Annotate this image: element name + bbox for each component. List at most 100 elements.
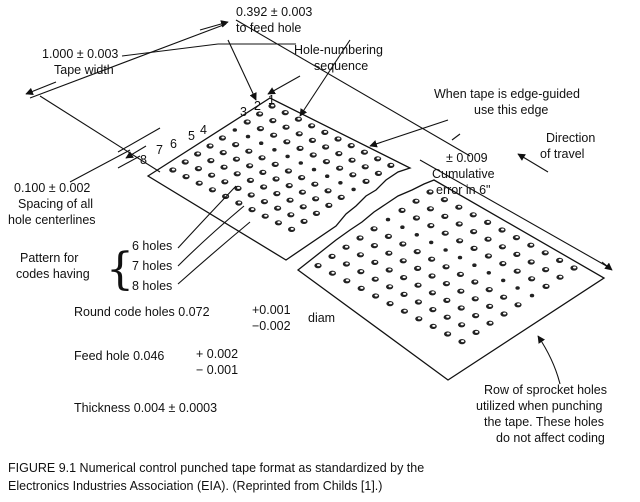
code-hole-highlight [275,192,279,195]
svg-text:do not affect coding: do not affect coding [496,431,605,445]
svg-text:sequence: sequence [314,59,368,73]
sprocket-hole [272,148,277,152]
svg-text:− 0.001: − 0.001 [196,363,238,377]
sprocket-hole [245,134,251,139]
feed-hole-dimension: 0.392 ± 0.003 to feed hole [121,5,351,117]
code-hole-highlight [430,257,434,260]
code-hole-highlight [345,245,349,248]
code-hole-highlight [345,279,349,282]
svg-text:Round code holes 0.072: Round code holes 0.072 [74,305,210,319]
code-hole-highlight [310,124,314,127]
code-hole-highlight [415,199,419,202]
code-hole-highlight [303,219,307,222]
sprocket-hole [338,181,343,185]
sprocket-hole [232,128,237,132]
code-hole-highlight [275,177,279,180]
code-hole-highlight [327,189,331,192]
hole-number-6: 6 [170,137,177,151]
code-hole-highlight [445,282,449,285]
code-hole-highlight [487,237,491,240]
code-hole-highlight [443,214,447,217]
code-hole-highlight [359,270,363,273]
spacing-line2: hole centerlines [8,213,96,227]
code-hole-highlight [325,160,329,163]
code-hole-highlight [429,207,433,210]
svg-text:When tape is edge-guided: When tape is edge-guided [434,87,580,101]
sprocket-hole [400,225,405,229]
code-hole-highlight [486,220,490,223]
sprocket-holes-note: Row of sprocket holes utilized when punc… [476,335,607,445]
code-hole-highlight [287,169,291,172]
code-hole-highlight [359,236,363,239]
code-hole-highlight [324,145,328,148]
code-hole-highlight [517,303,521,306]
hole-number-3: 3 [240,105,247,119]
tape-width-dimension: 1.000 ± 0.003 Tape width [25,19,471,173]
sprocket-hole [429,240,434,245]
code-hole-highlight [473,246,477,249]
direction-of-travel: Direction of travel [517,131,595,173]
code-hole-highlight [373,260,377,263]
sprocket-hole [457,255,463,260]
code-hole-highlight [530,260,534,263]
code-hole-highlight [359,253,363,256]
code-hole-highlight [417,283,421,286]
code-hole-highlight [416,250,420,253]
svg-text:Hole-numbering: Hole-numbering [294,43,383,57]
code-hole-highlight [184,160,188,163]
thickness-spec: Thickness 0.004 ± 0.0003 [74,401,217,415]
sprocket-hole [351,187,356,192]
code-hole-highlight [389,163,393,166]
code-hole-highlight [314,197,318,200]
code-hole-highlight [327,203,331,206]
code-hole-highlight [388,285,392,288]
code-hole-highlight [389,302,393,305]
code-hole-highlight [261,156,265,159]
code-hole-highlight [197,167,201,170]
code-hole-highlight [185,175,189,178]
hole-number-1: 1 [268,93,275,107]
code-hole-highlight [323,130,327,133]
code-hole-highlight [264,214,268,217]
code-hole-highlight [317,264,321,267]
code-hole-highlight [374,277,378,280]
code-hole-highlight [431,308,435,311]
code-hole-highlight [210,173,214,176]
code-hole-highlight [237,201,241,204]
figure-caption: FIGURE 9.1 Numerical control punched tap… [8,461,424,493]
svg-text:codes having: codes having [16,267,90,281]
svg-text:diam: diam [308,311,335,325]
svg-text:of travel: of travel [540,147,584,161]
code-holes-lower-segment [314,189,578,345]
code-hole-highlight [365,179,369,182]
code-hole-highlight [258,112,262,115]
code-hole-highlight [276,206,280,209]
hole-number-7: 7 [156,143,163,157]
code-hole-highlight [403,292,407,295]
code-hole-highlight [272,133,276,136]
hole-numbering-label: Hole-numbering sequence [267,43,383,95]
code-hole-highlight [458,239,462,242]
svg-text:Electronics Industries Associa: Electronics Industries Association (EIA)… [8,479,382,493]
sprocket-hole [298,161,303,165]
code-hole-highlight [259,127,263,130]
code-hole-highlight [446,332,450,335]
svg-text:−0.002: −0.002 [252,319,291,333]
code-hole-highlight [261,170,265,173]
code-hole-highlight [364,165,368,168]
sprocket-hole [311,167,317,172]
code-hole-highlight [274,162,278,165]
code-hole-highlight [432,324,436,327]
code-hole-highlight [331,271,335,274]
sprocket-hole [515,286,520,290]
code-hole-highlight [299,146,303,149]
svg-text:Direction: Direction [546,131,595,145]
code-holes-upper-segment [169,103,395,232]
code-hole-highlight [297,117,301,120]
code-hole-highlight [387,234,391,237]
code-hole-highlight [374,294,378,297]
six-holes-label: 6 holes [132,239,172,253]
code-hole-highlight [445,265,449,268]
sprocket-hole [486,271,491,275]
code-hole-highlight [501,228,505,231]
